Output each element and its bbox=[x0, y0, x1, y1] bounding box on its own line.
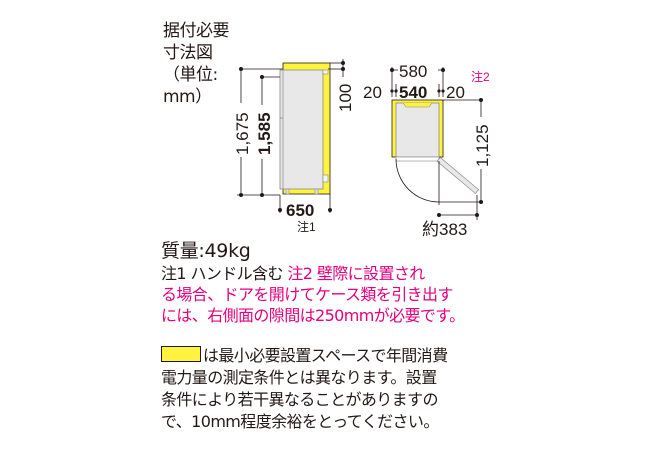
dim-top-clearance: 100 bbox=[336, 84, 355, 112]
dim-depth-note: 注1 bbox=[297, 219, 316, 234]
weight-spec: 質量:49kg bbox=[161, 240, 251, 262]
dim-left-gap: 20 bbox=[363, 83, 382, 102]
diagram-title: 据付必要 寸法図 （単位: mm） bbox=[163, 20, 230, 108]
dim-total-height: 1,675 bbox=[233, 112, 252, 155]
legend-block: は最小必要設置スペースで年間消費 電力量の測定条件とは異なります。設置 条件によ… bbox=[161, 345, 448, 433]
notes-block: 注1 ハンドル含む 注2 壁際に設置され る場合、ドアを開けてケース類を引き出す… bbox=[161, 263, 465, 326]
dim-door-swing: 約383 bbox=[422, 220, 467, 239]
dim-overall-width: 580 bbox=[399, 62, 427, 81]
title-line-4: mm） bbox=[163, 87, 212, 107]
legend-line-4: で、10mm程度余裕をとってください。 bbox=[161, 412, 439, 431]
title-line-2: 寸法図 bbox=[163, 43, 213, 63]
note-1: 注1 ハンドル含む bbox=[161, 264, 283, 283]
note-2-line-2: る場合、ドアを開けてケース類を引き出す bbox=[161, 285, 453, 304]
legend-line-1: は最小必要設置スペースで年間消費 bbox=[161, 345, 448, 367]
dim-right-gap: 20 bbox=[446, 83, 465, 102]
top-view-diagram: 580 20 540 20 注2 1,125 約383 bbox=[363, 60, 492, 239]
legend-text: は最小必要設置スペースで年間消費 bbox=[203, 346, 448, 365]
side-view-diagram: 1,675 1,585 100 650 注1 bbox=[231, 59, 355, 234]
door-open bbox=[436, 156, 480, 194]
dim-door-open-depth: 1,125 bbox=[473, 124, 492, 167]
fridge-body-side bbox=[279, 69, 324, 190]
note-2-line-1: 注2 壁際に設置され bbox=[287, 264, 425, 283]
fridge-body-top bbox=[395, 102, 440, 158]
note-line-1: 注1 ハンドル含む 注2 壁際に設置され bbox=[161, 263, 465, 284]
dim-body-height: 1,585 bbox=[255, 112, 274, 155]
title-line-3: （単位: bbox=[163, 65, 218, 85]
dim-right-gap-note: 注2 bbox=[471, 69, 490, 84]
title-line-1: 据付必要 bbox=[163, 21, 230, 41]
dim-body-width: 540 bbox=[399, 83, 427, 102]
note-2-line-3: には、右側面の隙間は250mmが必要です。 bbox=[161, 306, 465, 325]
required-space-swatch bbox=[161, 346, 201, 362]
legend-line-3: 条件により若干異なることがありますの bbox=[161, 390, 438, 409]
dim-depth: 650 bbox=[286, 201, 314, 220]
door-swing-arc bbox=[395, 158, 440, 203]
legend-line-2: 電力量の測定条件とは異なります。設置 bbox=[161, 368, 437, 387]
